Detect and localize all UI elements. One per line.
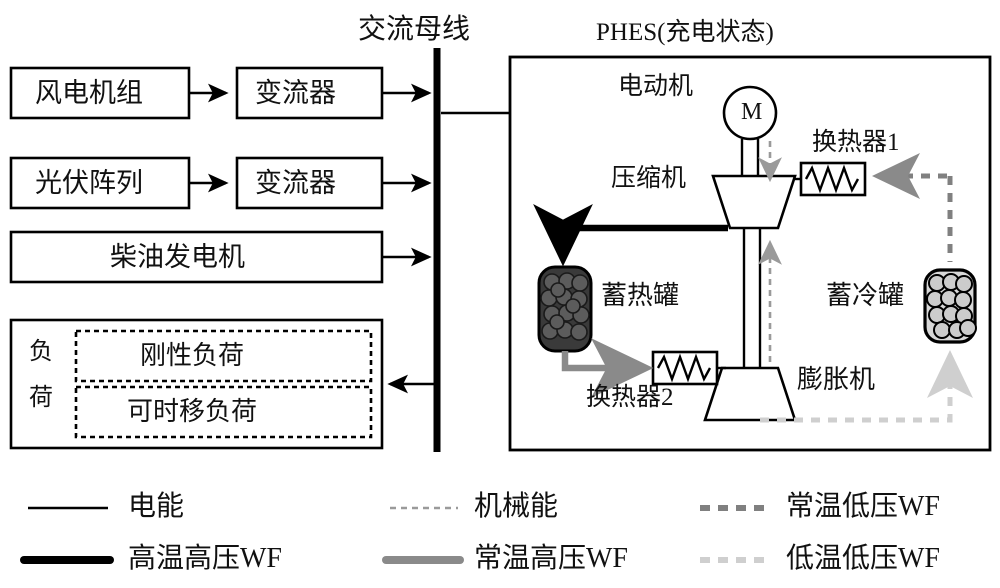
motor-compressor-shaft (740, 139, 760, 176)
legend-label-low-low: 低温低压WF (786, 543, 941, 574)
converter-label-1: 变流器 (255, 78, 336, 108)
flow-ambient-temp-high-pressure (561, 338, 654, 398)
load-label-rigid: 刚性负荷 (140, 341, 245, 370)
legend-label-electric: 电能 (128, 491, 185, 522)
cold-storage-tank-label: 蓄冷罐 (826, 281, 905, 310)
flow-high-temp-high-pressure (533, 204, 728, 267)
source-box-diesel[interactable] (9, 230, 384, 284)
phes-title: PHES(充电状态) (596, 19, 774, 46)
load-label-shiftable: 可时移负荷 (127, 397, 258, 426)
legend-label-ambient-low: 常温低压WF (786, 491, 941, 522)
legend-label-mechanical: 机械能 (474, 491, 559, 522)
cold-storage-tank[interactable] (923, 268, 977, 344)
motor-symbol-text: M (741, 99, 763, 125)
legend-label-high-high: 高温高压WF (128, 543, 283, 574)
compressor-label: 压缩机 (611, 165, 687, 192)
legend-label-ambient-high: 常温高压WF (474, 543, 629, 574)
load-subbox-shiftable (74, 385, 373, 439)
heat-storage-tank[interactable] (537, 265, 593, 353)
heat-exchanger-1-label: 换热器1 (812, 129, 900, 156)
converter-label-2: 变流器 (255, 168, 336, 198)
expander-label: 膨胀机 (797, 365, 876, 394)
load-subbox-rigid (74, 329, 373, 383)
source-box-wind[interactable] (9, 66, 191, 120)
load-box[interactable] (9, 318, 384, 450)
flow-low-temp-low-pressure (760, 350, 973, 423)
heat-exchanger-2[interactable] (651, 350, 726, 386)
load-label-char1: 负 (29, 339, 53, 365)
ac-bus-title: 交流母线 (358, 14, 471, 45)
load-label-char2: 荷 (29, 385, 53, 411)
heat-exchanger-1[interactable] (795, 161, 867, 197)
converter-box-2[interactable] (235, 156, 384, 210)
heat-exchanger-2-label: 换热器2 (586, 384, 674, 411)
flow-ambient-temp-low-pressure (872, 153, 953, 262)
heat-storage-tank-label: 蓄热罐 (601, 281, 680, 310)
source-label-diesel: 柴油发电机 (110, 242, 245, 272)
motor-symbol[interactable] (722, 85, 778, 141)
source-box-pv[interactable] (9, 156, 191, 210)
source-label-pv: 光伏阵列 (35, 168, 143, 198)
motor-label: 电动机 (618, 73, 694, 100)
source-label-wind: 风电机组 (35, 78, 143, 108)
